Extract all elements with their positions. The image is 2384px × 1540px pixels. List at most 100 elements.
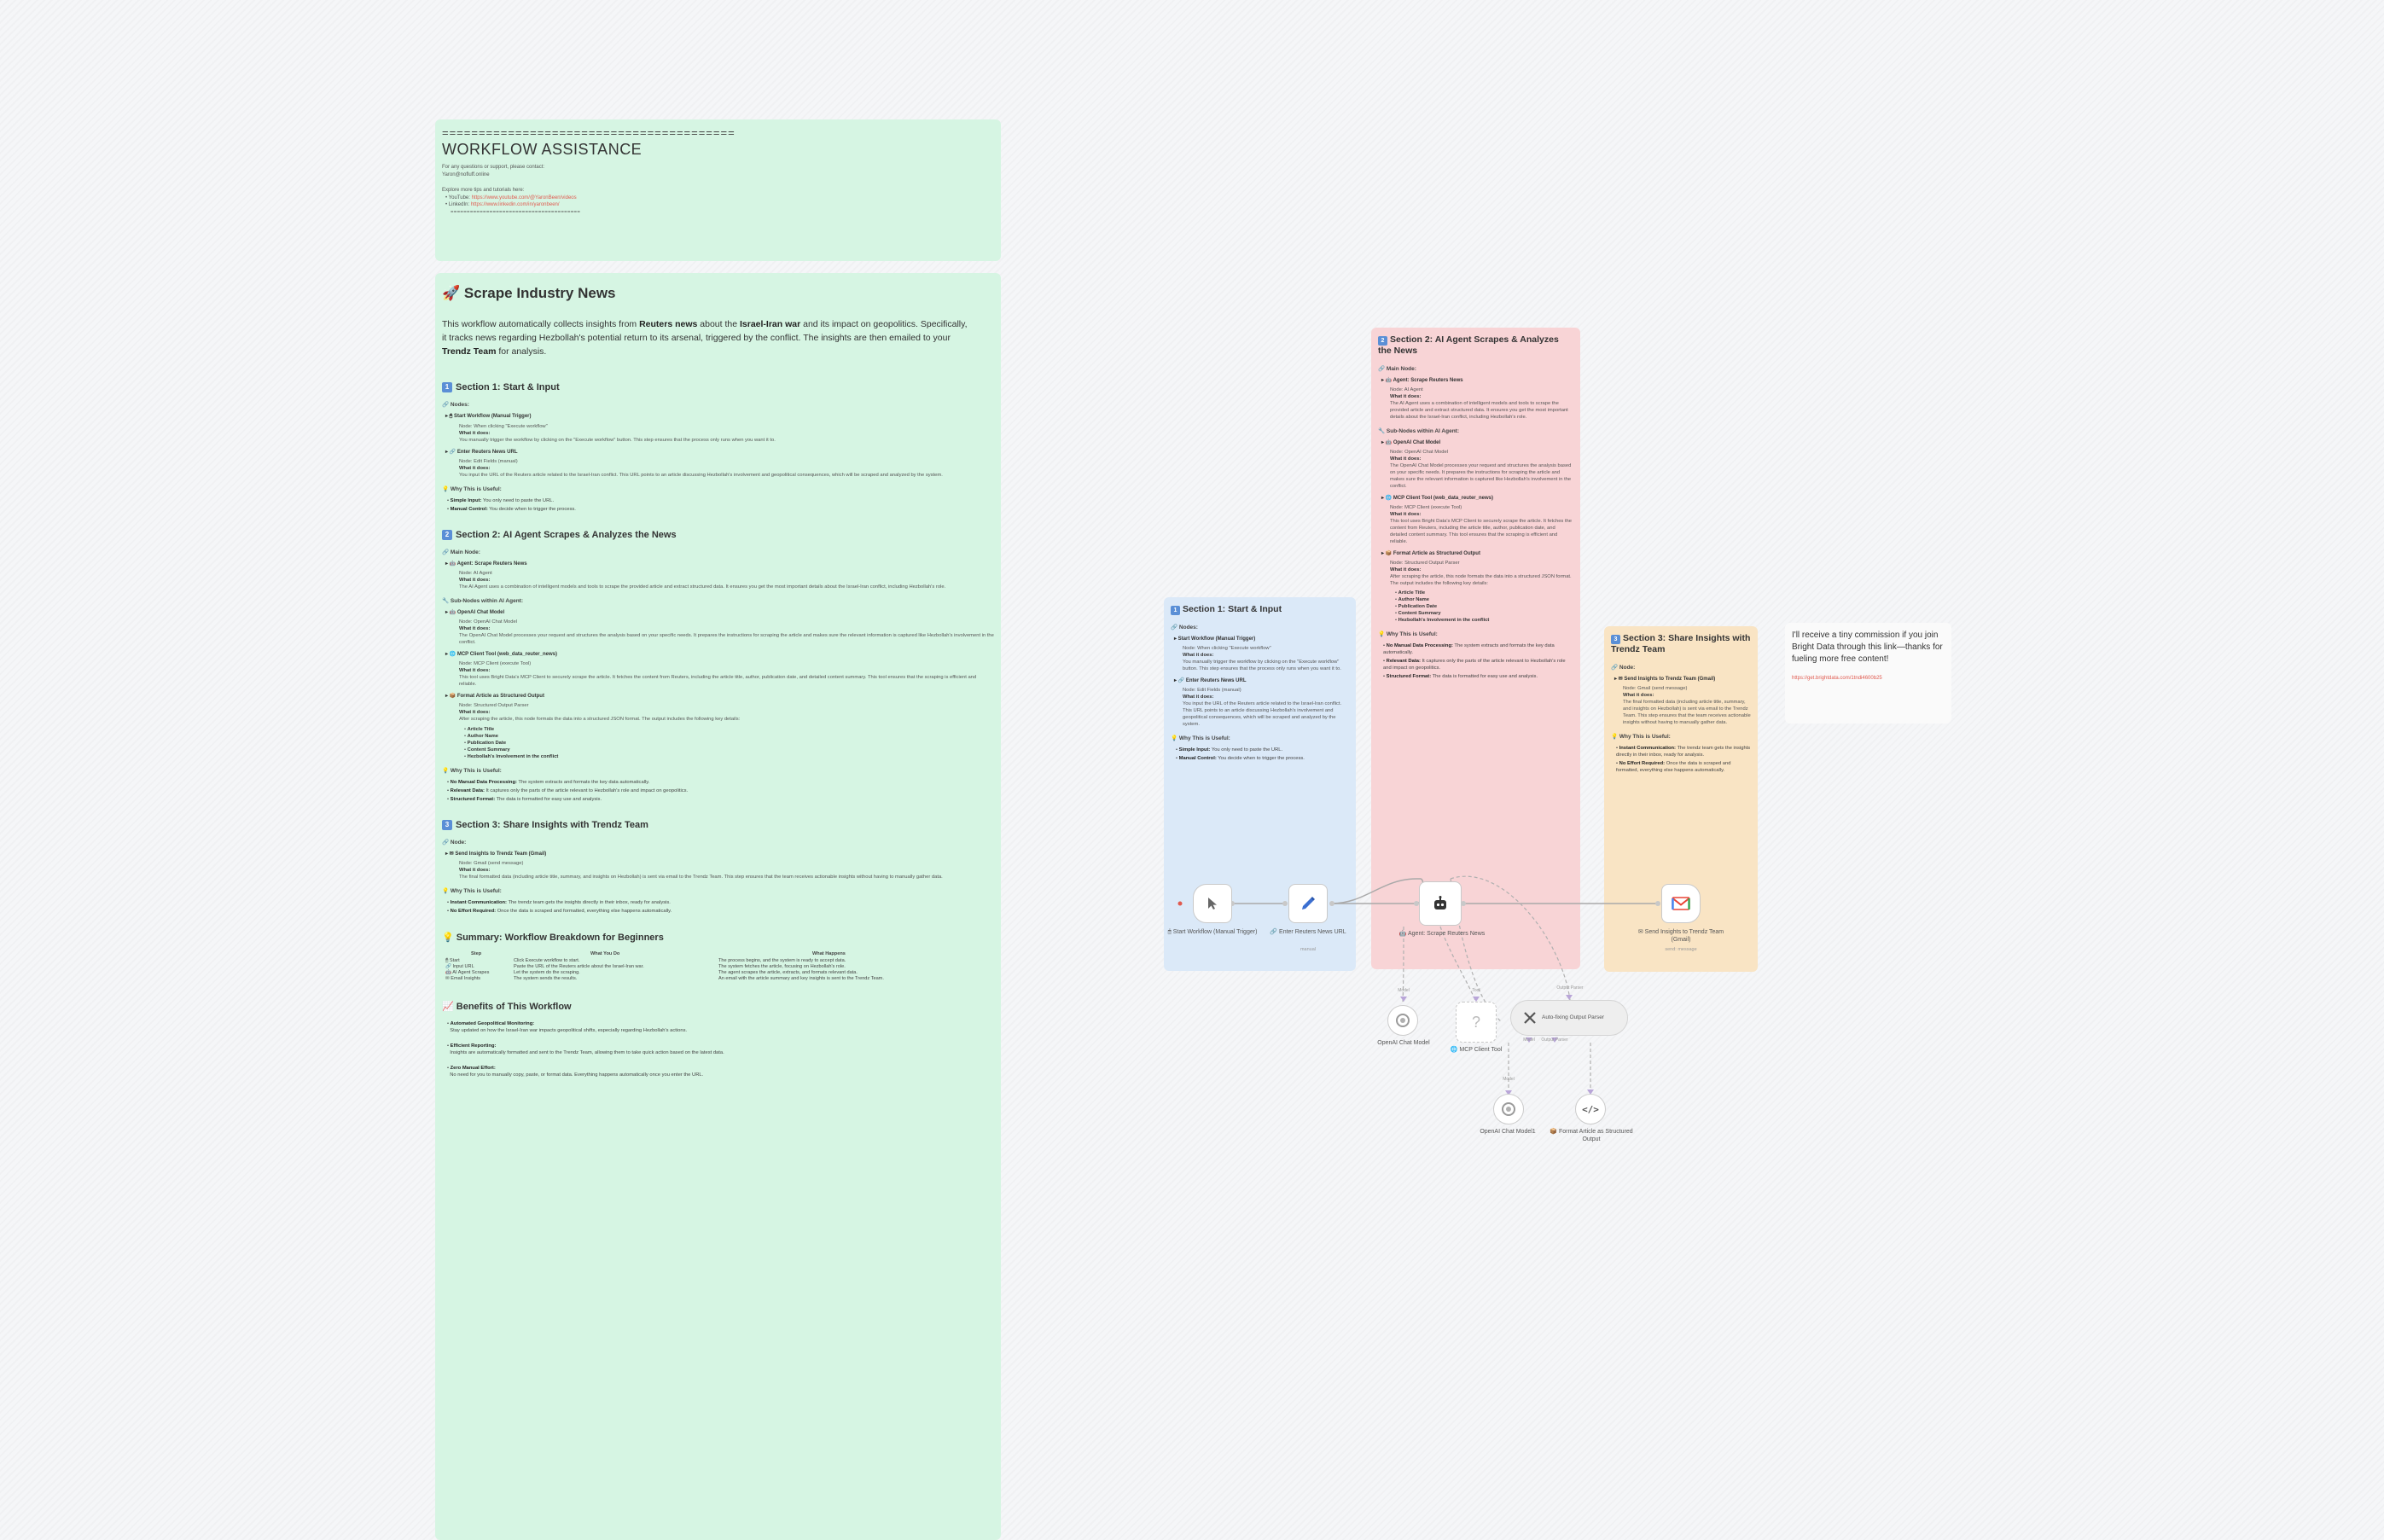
node-type: Node: MCP Client (execute Tool) [459, 661, 532, 666]
node-heading: ▸ 🤖 Agent: Scrape Reuters News [1381, 378, 1463, 383]
bullet: • No Manual Data Processing: The system … [447, 780, 650, 785]
scrape-industry-news-note[interactable]: 🚀 Scrape Industry News This workflow aut… [435, 273, 1001, 1540]
benefit: • Efficient Reporting: Insights are auto… [447, 1043, 724, 1055]
table-cell: The process begins, and the system is re… [718, 958, 846, 963]
edit-fields-node[interactable] [1288, 884, 1328, 923]
bullet-text: It captures only the parts of the articl… [1383, 659, 1566, 671]
node-desc: Node: Edit Fields (manual)What it does:Y… [1183, 687, 1349, 728]
what-label: What it does: [459, 578, 491, 583]
workflow-assistance-note[interactable]: ========================================… [435, 119, 1001, 261]
bullet-text: Once the data is scraped and formatted, … [496, 909, 672, 914]
nodes-label: 🔗 Node: [1611, 665, 1636, 671]
list-item: • Article Title [464, 727, 495, 732]
what-label: What it does: [459, 868, 491, 873]
node-label: 🖱 Start Workflow (Manual Trigger) [1167, 929, 1258, 935]
table-cell: The agent scrapes the article, extracts,… [718, 970, 858, 975]
auto-fixing-parser-node[interactable]: Auto-fixing Output Parser [1510, 1000, 1628, 1036]
node-label: 🔗 Enter Reuters News URL [1270, 929, 1346, 935]
linkedin-row: • LinkedIn: https://www.linkedin.com/in/… [445, 202, 560, 207]
node-desc: Node: MCP Client (execute Tool)What it d… [1390, 504, 1573, 545]
output-list: • Article Title • Author Name • Publicat… [464, 726, 994, 760]
bullet-text: You only need to paste the URL. [1210, 747, 1283, 753]
node-heading: ▸ 🌐 MCP Client Tool (web_data_reuter_new… [445, 652, 557, 657]
ai-agent-node[interactable] [1419, 881, 1462, 926]
node-heading: ▸ 🔗 Enter Reuters News URL [445, 450, 518, 455]
openai-model-1-node[interactable] [1493, 1094, 1524, 1124]
node-desc: Node: When clicking "Execute workflow"Wh… [459, 423, 994, 444]
keycap-3-icon: 3 [442, 820, 452, 830]
keycap-1-icon: 1 [1171, 606, 1180, 615]
bullet: • Manual Control: You decide when to tri… [447, 507, 576, 512]
bullet-text: The system extracts and formats the key … [1383, 643, 1555, 655]
bullet-bold: Relevant Data: [1386, 659, 1421, 664]
code-icon: </> [1582, 1103, 1599, 1115]
node-type: Node: Structured Output Parser [1390, 561, 1460, 566]
openai-model-node[interactable] [1387, 1005, 1418, 1036]
port-label: Output Parser [1556, 985, 1584, 991]
section-title: Section 2: AI Agent Scrapes & Analyzes t… [456, 530, 677, 540]
node-label: OpenAI Chat Model1 [1480, 1129, 1536, 1135]
nodes-label: 🔗 Main Node: [1378, 366, 1416, 372]
node-desc: Node: Gmail (send message)What it does:T… [459, 860, 994, 880]
benefit: • Zero Manual Effort: No need for you to… [447, 1066, 704, 1078]
bullet-bold: Instant Communication: [1619, 746, 1676, 751]
format-output-node[interactable]: </> [1575, 1094, 1606, 1124]
what-label: What it does: [459, 668, 491, 673]
node-heading: ▸ ✉ Send Insights to Trendz Team (Gmail) [1614, 677, 1716, 682]
list-item-text: Content Summary [467, 747, 510, 753]
what-label: What it does: [1390, 512, 1422, 517]
nodes-label: 🔗 Nodes: [1171, 625, 1198, 631]
node-label: OpenAI Chat Model [1377, 1040, 1430, 1046]
benefit-title: Automated Geopolitical Monitoring: [450, 1021, 535, 1026]
desc-text: You manually trigger the workflow by cli… [459, 438, 776, 443]
node-heading: ▸ 🤖 OpenAI Chat Model [445, 610, 505, 615]
bullet-text: The trendz team gets the insights direct… [506, 900, 671, 905]
node-label: 🌐 MCP Client Tool [1450, 1047, 1503, 1053]
node-heading: ▸ ✉ Send Insights to Trendz Team (Gmail) [445, 851, 547, 857]
section-title: Section 1: Start & Input [456, 382, 560, 392]
bullet: • Simple Input: You only need to paste t… [1176, 747, 1283, 753]
node-label: 📦 Format Article as Structured Output [1550, 1129, 1633, 1142]
bullet-bold: Manual Control: [450, 507, 488, 512]
bullet-text: Once the data is scraped and formatted, … [1616, 761, 1731, 773]
intro-bold: Trendz Team [442, 346, 497, 357]
what-label: What it does: [1623, 693, 1654, 698]
why-label: 💡 Why This is Useful: [442, 768, 502, 774]
what-label: What it does: [1183, 653, 1214, 658]
bullet: • No Manual Data Processing: The system … [1383, 643, 1555, 655]
what-label: What it does: [459, 466, 491, 471]
linkedin-link[interactable]: https://www.linkedin.com/in/yaronbeen/ [470, 202, 560, 207]
node-heading: ▸ 🌐 MCP Client Tool (web_data_reuter_new… [1381, 496, 1493, 501]
note-title-text: Section 3: Share Insights with Trendz Te… [1611, 633, 1751, 654]
affiliate-link[interactable]: https://get.brightdata.com/1tndi4600b25 [1792, 676, 1882, 681]
bullet-text: The data is formatted for easy use and a… [1431, 674, 1538, 679]
tools-icon [1524, 1012, 1536, 1024]
benefit: • Automated Geopolitical Monitoring: Sta… [447, 1021, 688, 1033]
benefit-title: Efficient Reporting: [450, 1043, 497, 1049]
subnodes-label: 🔧 Sub-Nodes within AI Agent: [442, 598, 523, 604]
gmail-node[interactable] [1661, 884, 1701, 923]
table-cell: 🤖 AI Agent Scrapes [445, 970, 490, 975]
list-item: • Publication Date [1395, 604, 1438, 609]
youtube-link[interactable]: https://www.youtube.com/@YaronBeen/video… [471, 195, 577, 200]
node-heading: ▸ 📦 Format Article as Structured Output [1381, 551, 1480, 556]
bullet: • No Effort Required: Once the data is s… [1616, 761, 1731, 773]
node-heading: ▸ 📦 Format Article as Structured Output [445, 694, 544, 699]
bullet-bold: Structured Format: [450, 797, 496, 802]
affiliate-note[interactable]: I'll receive a tiny commission if you jo… [1785, 623, 1951, 724]
port-label: Tool [1472, 988, 1480, 993]
list-item-text: Publication Date [1398, 604, 1438, 609]
manual-trigger-node[interactable] [1193, 884, 1232, 923]
note-title-text: Section 2: AI Agent Scrapes & Analyzes t… [1378, 334, 1559, 356]
bullet-bold: No Manual Data Processing: [450, 780, 517, 785]
list-item-text: Author Name [467, 734, 499, 739]
table-cell: The system sends the results. [514, 976, 578, 981]
port-label: Model [1503, 1077, 1515, 1082]
mcp-client-node[interactable]: ? [1456, 1002, 1497, 1043]
summary-table: Step What You Do What Happens 🖱 Start Cl… [445, 951, 994, 989]
desc-text: This tool uses Bright Data's MCP Client … [459, 675, 977, 687]
